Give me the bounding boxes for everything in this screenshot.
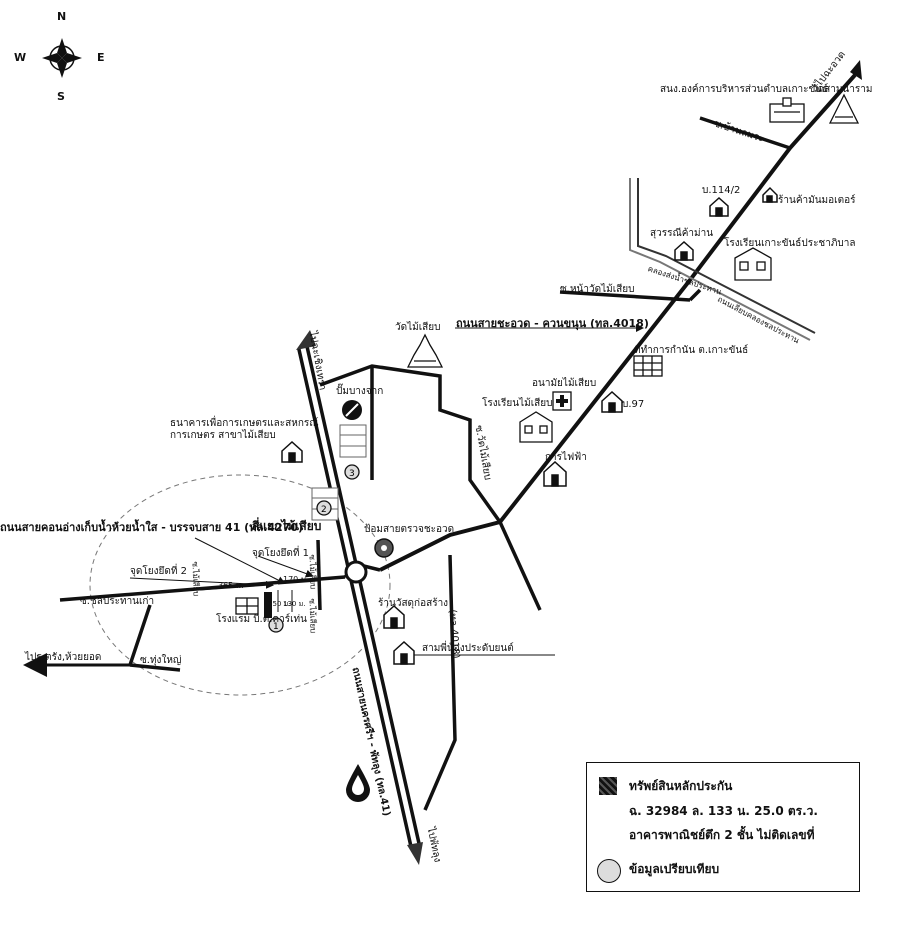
label-hotel: โรงแรม บี.ต.คาร์เท่น	[216, 614, 307, 625]
house-icons	[281, 186, 778, 665]
label-house-97: บ.97	[622, 399, 645, 410]
label-soi-thung-yai: ซ.ทุ่งใหญ่	[140, 655, 182, 666]
fuel-drop-icon	[346, 764, 370, 802]
label-to-hua-sai: ไปฐ.ตรัง,ห้วยยอด	[25, 652, 102, 663]
label-sno: สนง.องค์การบริหารส่วนตำบลเกาะขันธ์	[660, 84, 829, 95]
label-km2: จุดโยงยึดที่ 2	[130, 566, 187, 577]
label-electric: การไฟฟ้า	[545, 452, 587, 463]
label-dist-365: 365 ม.	[218, 581, 244, 590]
label-dist-150: 150 ม.	[268, 600, 291, 608]
label-dist-130: 130 ม.	[283, 600, 306, 608]
compass-south: S	[57, 90, 65, 103]
label-soi-mai-siap-a: ซ.ไม้เสียบ	[307, 554, 318, 590]
label-soi-mai-siap-c: ซ.ไม้เสียบ	[307, 598, 318, 634]
dimension-lines	[129, 537, 319, 612]
legend-deed: ฉ. 32984 ล. 133 น. 25.0 ตร.ว.	[629, 804, 818, 818]
school-icons	[235, 97, 805, 615]
compass-north: N	[57, 10, 67, 23]
label-soi-mai-siap-b: ซ.ไม้เสียบ	[190, 561, 201, 597]
police-box-icon	[374, 538, 394, 558]
highway-41	[296, 330, 423, 865]
comparison-markers	[268, 464, 360, 633]
temple-icons	[406, 93, 860, 368]
compass-west: W	[14, 51, 27, 64]
legend-collateral: ทรัพย์สินหลักประกัน	[629, 779, 733, 793]
label-km1: จุดโยงยึดที่ 1	[252, 548, 309, 559]
label-tan-kha: ร้านค้ามันมอเตอร์	[778, 195, 856, 206]
legend-comparison: ข้อมูลเปรียบเทียบ	[629, 862, 720, 876]
label-wat-mai-siap: วัดไม้เสียบ	[395, 322, 441, 333]
label-auto-parts: สามพี่น้องประดับยนต์	[422, 643, 514, 654]
label-school-koh: โรงเรียนเกาะขันธ์ประชาภิบาล	[724, 238, 856, 249]
label-gas-station: ปั๊มบางจาก	[336, 386, 384, 397]
label-wat-nararam: วัดสามนาราม	[812, 84, 873, 95]
radius-ellipse	[89, 474, 391, 696]
legend-comparison-swatch	[597, 859, 621, 883]
road-4018	[379, 60, 862, 572]
marker-3-label: 3	[349, 469, 355, 479]
collateral-property[interactable]	[264, 592, 272, 618]
label-house-114: บ.114/2	[702, 185, 741, 196]
legend: ทรัพย์สินหลักประกัน ฉ. 32984 ล. 133 น. 2…	[586, 762, 860, 892]
legend-building: อาคารพาณิชย์ตึก 2 ชั้น ไม่ติดเลขที่	[629, 828, 815, 842]
label-school-mai-siap: โรงเรียนไม้เสียบ	[482, 398, 553, 409]
label-police: ป้อมสายตรวจชะอวด	[364, 524, 455, 535]
marker-1-label: 1	[273, 622, 279, 632]
label-soi-prathan-kao: ซ.ชลประทานเก่า	[80, 596, 155, 607]
label-dist-170: 170 ม.	[283, 575, 309, 584]
marker-2-label: 2	[321, 505, 327, 515]
legend-collateral-swatch	[599, 777, 617, 795]
label-intersection: สี่แยกไม้เสียบ	[252, 519, 322, 533]
cross-icon	[552, 391, 572, 411]
label-suwan: สุวรรณีค้าม่าน	[650, 228, 714, 239]
label-road-4018: ถนนสายชะอวด - ควนขนุน (ทล.4018)	[456, 317, 649, 330]
label-soi-na-wat: ซ.หน้าวัดไม้เสียบ	[560, 284, 635, 295]
label-road-4270: ถนนสายคอนอ่างเก็บน้ำห้วยน้ำใส - บรรจบสาย…	[0, 521, 304, 534]
canal	[629, 178, 816, 341]
compass-east: E	[97, 51, 105, 64]
local-roads	[59, 116, 791, 811]
label-kamnan: ที่ทำการกำนัน ต.เกาะขันธ์	[634, 345, 749, 356]
compass-rose	[42, 38, 82, 78]
label-bank: ธนาคารเพื่อการเกษตรและสหกรณ์การเกษตร สาข…	[170, 418, 319, 441]
label-material: ร้านวัสดุก่อสร้าง	[378, 598, 449, 609]
gas-station-icon	[342, 400, 362, 420]
roundabout	[344, 560, 368, 584]
label-anamai: อนามัยไม้เสียบ	[532, 378, 597, 389]
